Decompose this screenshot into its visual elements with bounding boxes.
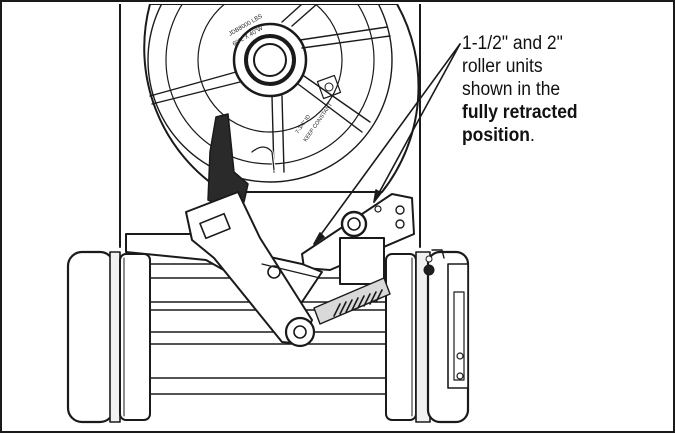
tension-spring xyxy=(333,289,383,317)
callout-line-1: 1-1/2" and 2" xyxy=(462,33,563,54)
callout-line-3: shown in the xyxy=(462,79,561,100)
frame-rails xyxy=(119,4,421,248)
back-roller-arm xyxy=(301,193,415,285)
left-wheel xyxy=(66,235,151,424)
drum-bracket xyxy=(207,113,276,209)
right-wheel xyxy=(385,249,470,424)
callout-text: 1-1/2" and 2" roller units shown in the … xyxy=(462,32,651,147)
callout-line-4-bold: fully retracted xyxy=(462,102,578,123)
callout-line-5-bold: position xyxy=(462,125,530,146)
callout-line-2: roller units xyxy=(462,56,543,77)
front-roller-arm xyxy=(125,191,391,348)
callout-line-5-suffix: . xyxy=(529,125,535,146)
callout-leaders xyxy=(313,43,461,245)
cable-drum: JDB8000 LBS 60"L X 40"W 7-3/4" ID KEEP C… xyxy=(143,4,420,193)
